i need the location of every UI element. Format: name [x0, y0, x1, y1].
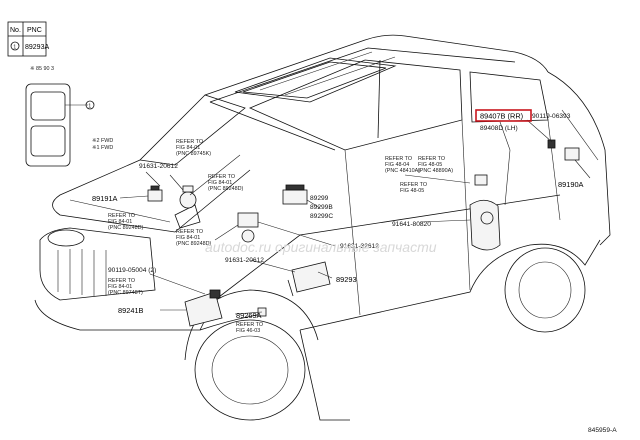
svg-text:FIG 84-01: FIG 84-01	[108, 219, 132, 225]
svg-text:FIG 48-05: FIG 48-05	[400, 188, 424, 194]
inset-callout: 1	[88, 104, 91, 110]
label-91631-20612-mid[interactable]: 91631-20612	[225, 257, 264, 264]
part-module-89293	[287, 261, 331, 297]
svg-text:REFER TO: REFER TO	[176, 229, 203, 235]
pnc-table: No. PNC 1 89293A	[7, 21, 49, 57]
refer-5[interactable]: REFER TO FIG 48-04 (PNC 48410A)	[385, 156, 420, 174]
svg-text:(PNC 89248D): (PNC 89248D)	[208, 186, 244, 192]
vehicle-outline	[34, 34, 611, 421]
refer-3[interactable]: REFER TO FIG 84-01 (PNC 89248D)	[208, 174, 244, 192]
svg-text:REFER TO: REFER TO	[108, 278, 135, 284]
refer-2[interactable]: REFER TO FIG 84-01 (PNC 89745K)	[176, 139, 211, 157]
table-row-no: 1	[13, 45, 16, 51]
label-89407b[interactable]: 89407B (RR)	[480, 112, 523, 121]
label-89299c[interactable]: 89299C	[310, 213, 333, 220]
inset-switch: ※ 85 90 3 1 ※2 FWD ※1 FWD	[25, 66, 113, 167]
label-91631-32612[interactable]: 91631-32612	[340, 243, 379, 250]
refer-7[interactable]: REFER TO FIG 48-05	[400, 182, 427, 194]
svg-text:FIG 46-03: FIG 46-03	[236, 328, 260, 334]
inset-note-line2: ※1 FWD	[92, 145, 113, 151]
refer-1[interactable]: REFER TO FIG 84-01 (PNC 89248D)	[108, 213, 144, 231]
label-89408d[interactable]: 89408D (LH)	[480, 125, 518, 132]
label-89191a[interactable]: 89191A	[92, 194, 118, 203]
part-ecu-89299	[282, 184, 308, 205]
svg-text:REFER TO: REFER TO	[400, 182, 427, 188]
label-89190a[interactable]: 89190A	[558, 180, 584, 189]
diagram-id: 845959-A	[588, 427, 617, 434]
svg-text:(PNC 89248D): (PNC 89248D)	[176, 241, 212, 247]
label-91641-80820[interactable]: 91641-80820	[392, 221, 431, 228]
part-sensor-89190a	[547, 139, 580, 161]
svg-text:(PNC 89745K): (PNC 89745K)	[176, 151, 211, 157]
label-89269a[interactable]: 89269A	[236, 311, 262, 320]
watermark: autodoc.ru оригинальные запчасти	[205, 239, 437, 255]
part-height-sensor-rear	[469, 174, 501, 251]
refer-6[interactable]: REFER TO FIG 48-05 (PNC 48890A)	[418, 156, 453, 174]
label-89299[interactable]: 89299	[310, 195, 329, 202]
label-90119-05004[interactable]: 90119-05004 (2)	[108, 267, 156, 274]
table-header-pnc: PNC	[27, 27, 42, 34]
leader-lines	[119, 119, 591, 315]
svg-text:FIG 48-04: FIG 48-04	[385, 162, 409, 168]
label-89299b[interactable]: 89299B	[310, 204, 333, 211]
svg-text:FIG 84-01: FIG 84-01	[176, 235, 200, 241]
svg-text:(PNC 48890A): (PNC 48890A)	[418, 168, 453, 174]
table-row-pnc: 89293A	[25, 44, 49, 51]
svg-text:(PNC 89248D): (PNC 89248D)	[108, 225, 144, 231]
refer-4[interactable]: REFER TO FIG 84-01 (PNC 89248D)	[176, 229, 212, 247]
label-89293[interactable]: 89293	[336, 275, 357, 284]
refer-8[interactable]: REFER TO FIG 84-01 (PNC 89748T)	[108, 278, 143, 296]
inset-note-line1: ※2 FWD	[92, 138, 113, 144]
svg-text:FIG 48-05: FIG 48-05	[418, 162, 442, 168]
svg-text:REFER TO: REFER TO	[236, 322, 263, 328]
svg-text:REFER TO: REFER TO	[385, 156, 412, 162]
table-row-circle	[10, 41, 20, 51]
refer-9[interactable]: REFER TO FIG 46-03	[236, 322, 263, 334]
table-header-no: No.	[10, 27, 21, 34]
svg-text:REFER TO: REFER TO	[208, 174, 235, 180]
inset-note: ※ 85 90 3	[30, 66, 54, 72]
part-sensor-89191a	[147, 185, 163, 202]
part-sensor-mid	[237, 212, 259, 243]
label-89241b[interactable]: 89241B	[118, 306, 144, 315]
highlight-box	[475, 109, 532, 122]
svg-text:FIG 84-01: FIG 84-01	[176, 145, 200, 151]
svg-text:REFER TO: REFER TO	[108, 213, 135, 219]
svg-text:FIG 84-01: FIG 84-01	[208, 180, 232, 186]
svg-text:(PNC 48410A): (PNC 48410A)	[385, 168, 420, 174]
svg-text:FIG 84-01: FIG 84-01	[108, 284, 132, 290]
label-91631-20612-top[interactable]: 91631-20612	[139, 163, 178, 170]
label-90119-06393[interactable]: 90119-06393	[532, 113, 571, 120]
svg-text:REFER TO: REFER TO	[176, 139, 203, 145]
svg-text:REFER TO: REFER TO	[418, 156, 445, 162]
svg-text:(PNC 89748T): (PNC 89748T)	[108, 290, 143, 296]
inset-callout-circle	[85, 100, 95, 110]
part-sensor-top	[179, 185, 197, 209]
part-sensor-89241b	[184, 289, 223, 327]
